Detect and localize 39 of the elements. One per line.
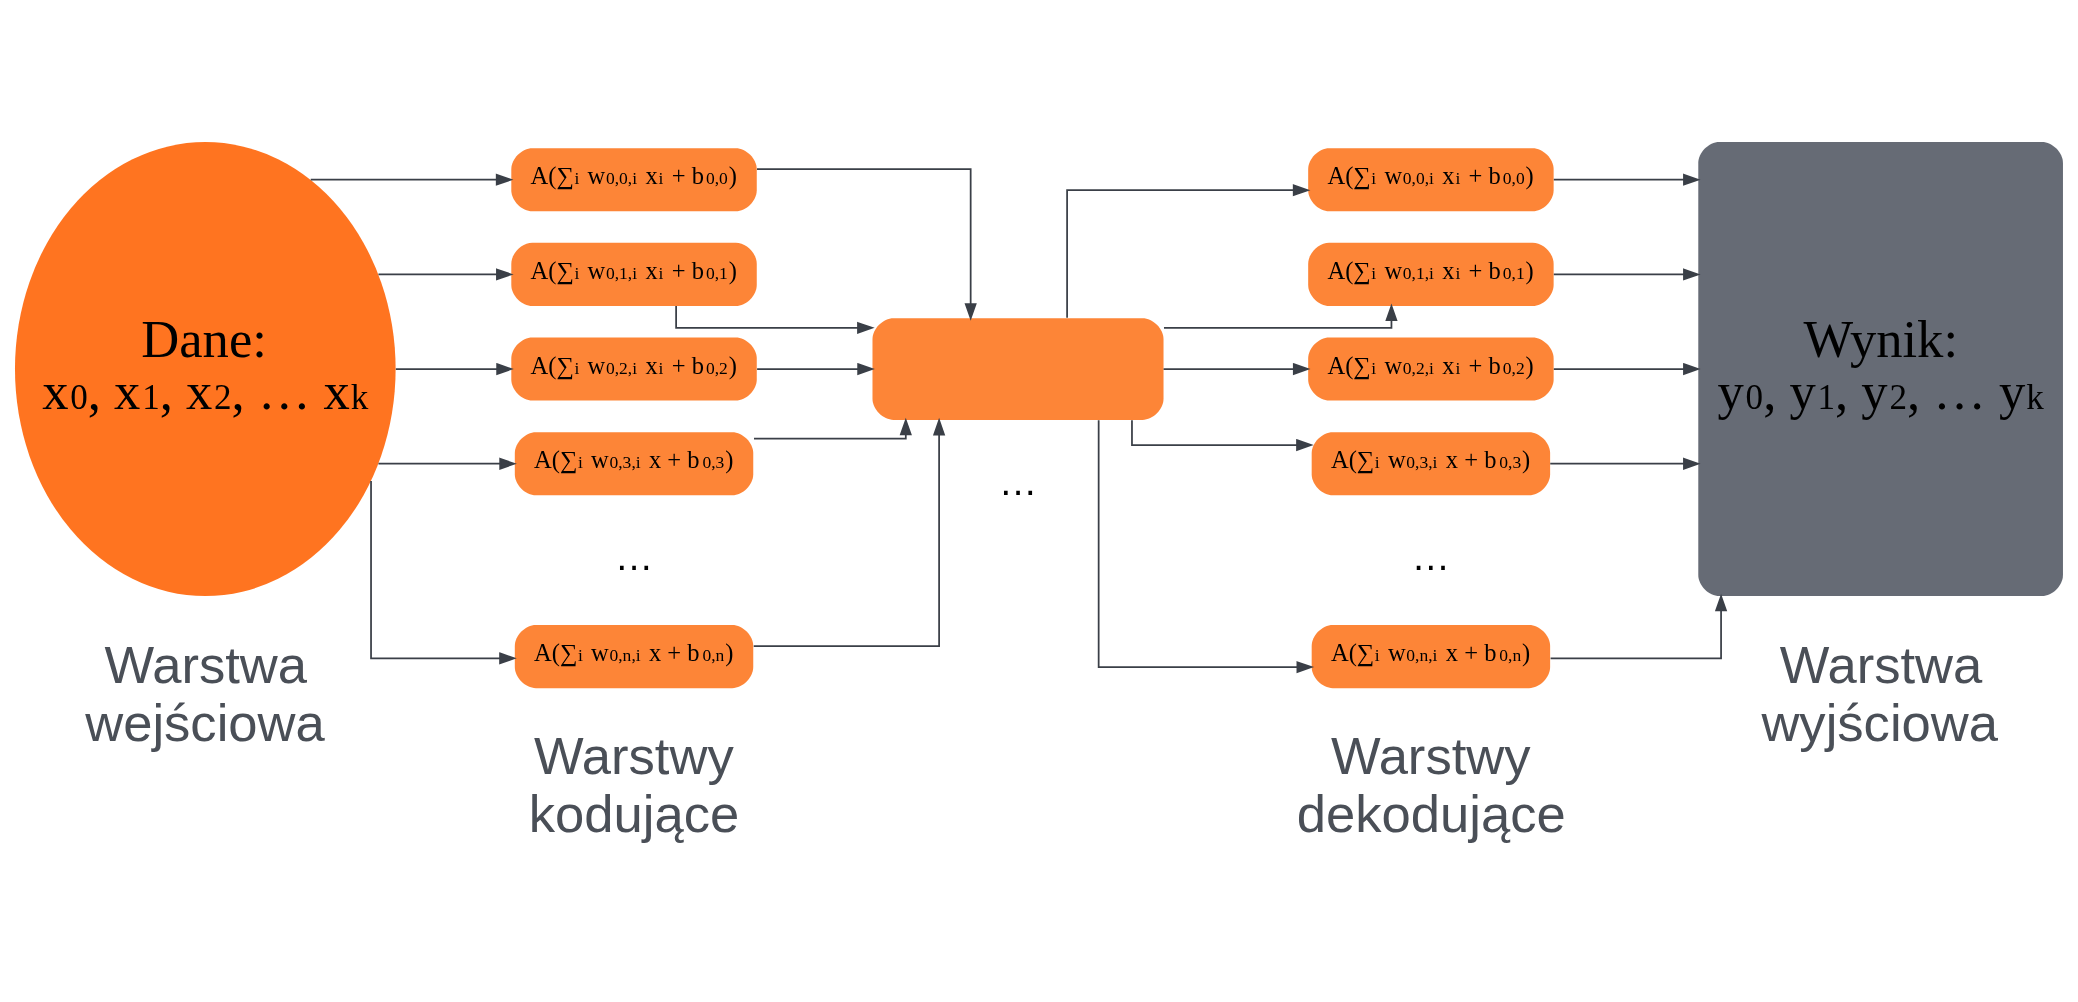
label: Warstwa wejściowa <box>85 634 325 752</box>
node-box: A(∑i w0,n,i x + b0,n) <box>1311 625 1551 689</box>
arrow <box>1131 419 1314 452</box>
node-box: A(∑i w0,3,i x + b0,3) <box>1311 432 1551 496</box>
label: … <box>614 534 654 578</box>
label: Warstwy dekodujące <box>1296 726 1566 843</box>
arrow <box>753 417 912 440</box>
arrow <box>370 480 517 665</box>
node-box: A(∑i w0,2,i xi + b0,2) <box>511 337 757 401</box>
arrow <box>1549 593 1728 660</box>
node-box: A(∑i w0,0,i xi + b0,0) <box>511 148 757 212</box>
label: Warstwy kodujące <box>528 726 740 843</box>
label: Warstwa wyjściowa <box>1761 634 1999 752</box>
arrow <box>1552 268 1701 281</box>
arrow <box>1552 362 1701 376</box>
arrow <box>1549 457 1701 470</box>
label: … <box>1411 534 1451 578</box>
node-box: A(∑i w0,0,i xi + b0,0) <box>1308 148 1554 212</box>
arrow <box>1552 173 1701 186</box>
node-box: A(∑i w0,1,i xi + b0,1) <box>511 242 757 306</box>
arrow <box>1066 184 1311 319</box>
node-box <box>872 318 1164 420</box>
arrow <box>377 457 517 470</box>
arrow <box>377 268 514 281</box>
label: … <box>998 459 1038 503</box>
node-box: A(∑i w0,n,i x + b0,n) <box>514 625 754 689</box>
arrow <box>309 173 514 186</box>
arrow <box>752 417 946 647</box>
node-box: A(∑i w0,3,i x + b0,3) <box>514 432 754 496</box>
arrow <box>756 168 977 321</box>
arrow <box>1162 362 1311 376</box>
node-box: A(∑i w0,2,i xi + b0,2) <box>1308 337 1554 401</box>
node-ellipse: Dane: x0, x1, x2, … xk <box>15 142 396 597</box>
node-box: A(∑i w0,1,i xi + b0,1) <box>1308 242 1554 306</box>
arrow <box>1163 303 1398 329</box>
arrow <box>1097 419 1315 674</box>
arrow <box>394 362 514 376</box>
arrow <box>756 362 875 376</box>
node-box: Wynik: y0, y1, y2, … yk <box>1698 142 2063 597</box>
